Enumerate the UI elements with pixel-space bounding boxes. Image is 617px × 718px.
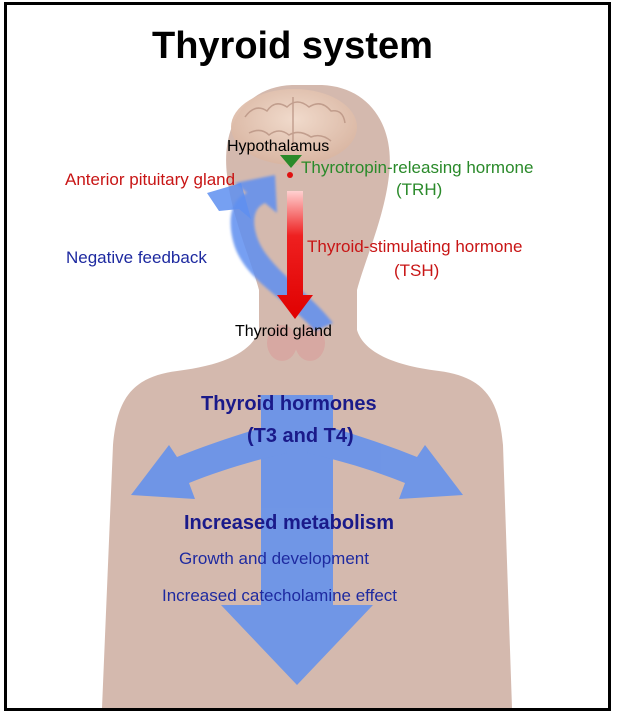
thyroid-gland-label: Thyroid gland	[235, 324, 332, 340]
tsh-abbr-label: (TSH)	[394, 262, 439, 279]
pituitary-dot-icon	[287, 172, 293, 178]
increased-metabolism-label: Increased metabolism	[184, 513, 394, 533]
negative-feedback-label: Negative feedback	[66, 249, 207, 266]
tsh-name-label: Thyroid-stimulating hormone	[307, 238, 522, 255]
growth-development-label: Growth and development	[179, 550, 369, 567]
trh-abbr-label: (TRH)	[396, 181, 442, 198]
catecholamine-effect-label: Increased catecholamine effect	[162, 587, 397, 604]
trh-name-label: Thyrotropin-releasing hormone	[301, 159, 533, 176]
diagram-title: Thyroid system	[152, 27, 433, 65]
t3-t4-label: (T3 and T4)	[247, 426, 354, 446]
thyroid-hormones-label: Thyroid hormones	[201, 394, 377, 414]
diagram-frame: Thyroid system Hypothalamus Anterior pit…	[4, 2, 611, 711]
hypothalamus-label: Hypothalamus	[227, 139, 329, 155]
anterior-pituitary-label: Anterior pituitary gland	[65, 171, 235, 188]
